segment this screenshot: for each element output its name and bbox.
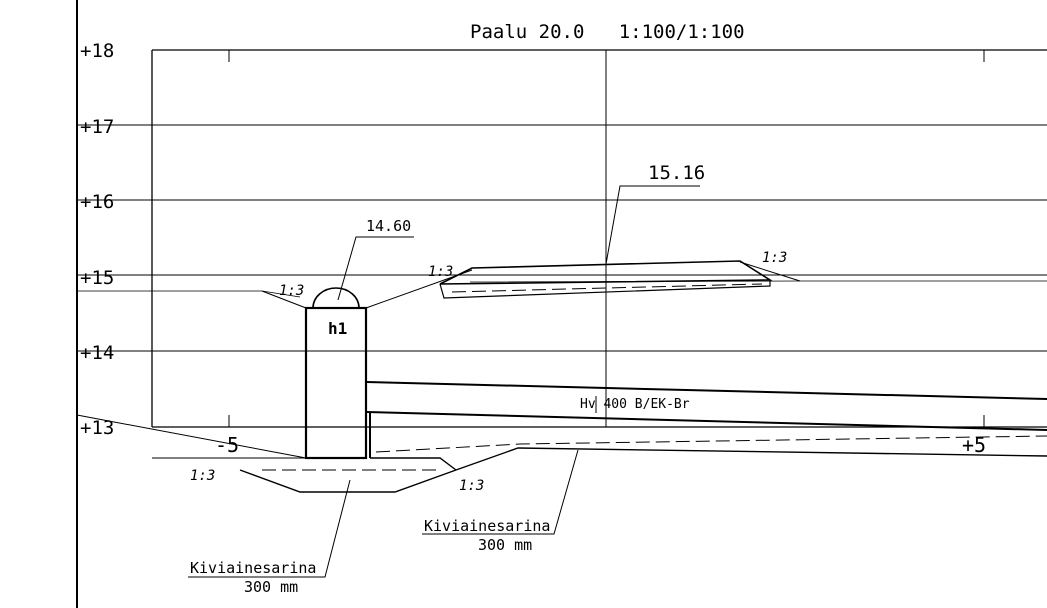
material-name: Kiviainesarina: [424, 517, 550, 535]
slope-label: 1:3: [190, 468, 215, 484]
slope-label: 1:3: [762, 250, 787, 266]
dimension-callout-15-16: 15.16: [605, 162, 705, 265]
ditch-profile: [76, 414, 1047, 493]
dimension-text: 15.16: [648, 162, 705, 184]
slope-label: 1:3: [459, 478, 484, 494]
elevation-label: +17: [80, 116, 114, 138]
material-callout: Kiviainesarina 300 mm: [188, 479, 351, 596]
culvert-h1: h1: [304, 287, 368, 460]
dimension-text: 14.60: [366, 217, 411, 235]
pipe-label: Hv 400 B/EK-Br: [580, 397, 690, 412]
slope-label: 1:3: [279, 283, 304, 299]
material-thickness: 300 mm: [244, 578, 298, 596]
elevation-label: +14: [80, 342, 114, 364]
material-thickness: 300 mm: [478, 536, 532, 554]
culvert-label: h1: [328, 319, 347, 338]
road-structure: [439, 260, 773, 299]
elevation-label: +13: [80, 417, 114, 439]
material-callout: Kiviainesarina 300 mm: [422, 449, 579, 554]
slope-label: 1:3: [428, 264, 453, 280]
material-name: Kiviainesarina: [190, 559, 316, 577]
dimension-callout-14-60: 14.60: [337, 217, 414, 301]
elevation-grid: [77, 49, 1047, 428]
elevation-label: +18: [80, 40, 114, 62]
drawing-title: Paalu 20.0 1:100/1:100: [470, 21, 745, 43]
elevation-label: +15: [80, 267, 114, 289]
pipe-hv400: Hv 400 B/EK-Br: [365, 381, 1047, 458]
elevation-label: +16: [80, 191, 114, 213]
